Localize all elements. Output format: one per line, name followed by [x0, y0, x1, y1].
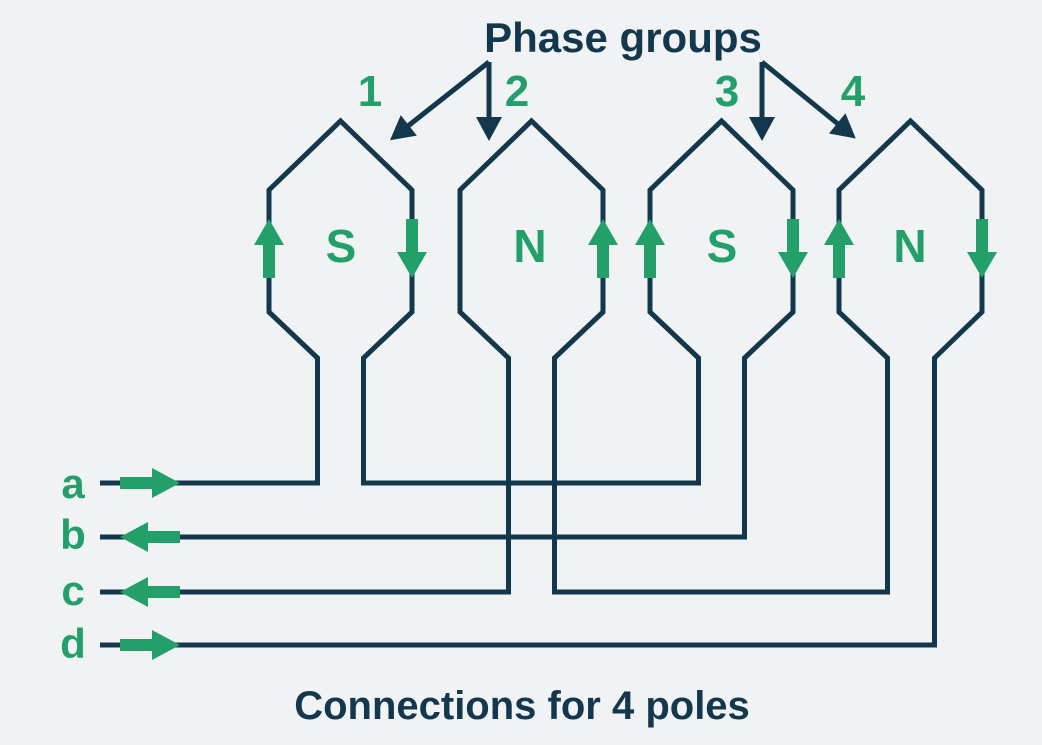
terminal-label-c: c [61, 567, 84, 614]
terminal-label-b: b [60, 511, 86, 558]
terminal-arrow-left-icon [120, 522, 180, 552]
terminal-label-a: a [61, 460, 85, 507]
diagram-caption: Connections for 4 poles [294, 684, 750, 728]
terminal-arrow-right-icon [120, 468, 180, 498]
phase-group-number-1: 1 [358, 67, 382, 116]
phase-group-number-2: 2 [505, 67, 529, 116]
pole-label-1: S [326, 220, 357, 272]
terminal-label-d: d [60, 620, 86, 667]
current-arrow-up-icon [824, 219, 854, 278]
pole-label-4: N [893, 220, 926, 272]
current-arrow-down-icon [397, 219, 427, 278]
page-title: Phase groups [484, 14, 762, 61]
terminal-arrow-right-icon [120, 630, 180, 660]
pointer-arrow-down-left-icon [389, 60, 491, 141]
pointer-arrow-down-right-icon [760, 60, 856, 139]
phase-group-number-3: 3 [715, 67, 739, 116]
winding-path-a-coil1-coil3-b [100, 117, 796, 540]
phase-group-number-4: 4 [841, 67, 866, 116]
pole-label-3: S [707, 220, 738, 272]
current-arrow-down-icon [967, 219, 997, 278]
current-arrow-down-icon [778, 219, 808, 278]
terminal-arrow-left-icon [120, 577, 180, 607]
winding-path-d-coil4-coil2-c [100, 117, 985, 648]
current-arrow-up-icon [254, 219, 284, 278]
current-arrow-up-icon [588, 219, 618, 278]
pole-label-2: N [513, 220, 546, 272]
current-arrow-up-icon [635, 219, 665, 278]
